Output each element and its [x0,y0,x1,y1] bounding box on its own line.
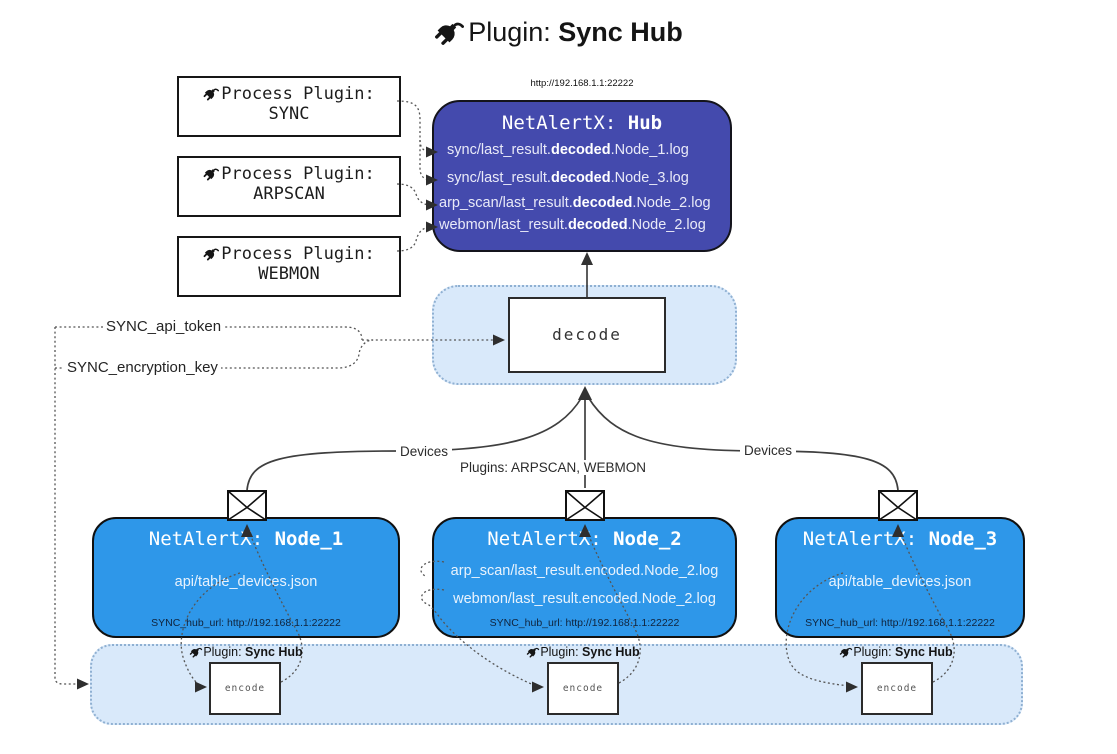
envelope-icon [878,490,918,521]
hub-log-line: sync/last_result.decoded.Node_1.log [447,142,689,158]
node-1: NetAlertX: Node_1 api/table_devices.json… [92,517,400,638]
process-plugin-sync: Process Plugin: SYNC [177,76,401,137]
plug-icon [189,645,202,658]
decode-box: decode [508,297,666,373]
title-prefix: Plugin: [468,17,551,47]
process-plugin-label: Process Plugin: [221,244,375,264]
process-plugin-webmon: Process Plugin: WEBMON [177,236,401,297]
sync-encryption-key-label: SYNC_encryption_key [64,359,221,376]
plug-icon [203,85,219,101]
node-file-line: arp_scan/last_result.encoded.Node_2.log [450,563,719,579]
edge-label-plugins: Plugins: ARPSCAN, WEBMON [456,460,651,475]
node-3: NetAlertX: Node_3 api/table_devices.json… [775,517,1025,638]
process-plugin-label: Process Plugin: [221,164,375,184]
settings-to-encode-band-dotted [54,327,81,685]
hub-node: NetAlertX: Hub sync/last_result.decoded.… [432,100,732,252]
encode-plugin-label: Plugin: Sync Hub [839,645,953,659]
hub-log-line: arp_scan/last_result.decoded.Node_2.log [439,195,711,211]
plug-icon [839,645,852,658]
diagram-title: Plugin: Sync Hub [0,16,1117,48]
envelope-icon [227,490,267,521]
process-plugin-label: Process Plugin: [221,84,375,104]
node-file-line: api/table_devices.json [174,574,318,590]
process-plugin-name: SYNC [268,104,310,124]
edge-label-devices-left: Devices [396,444,453,459]
encode-box: encode [547,662,619,715]
plug-icon [203,245,219,261]
node-title: NetAlertX: Node_2 [487,528,682,550]
encode-box: encode [861,662,933,715]
plug-icon [203,165,219,181]
sync-api-token-label: SYNC_api_token [103,318,225,335]
title-bold: Sync Hub [558,17,683,47]
arrow-into-band [77,678,89,690]
node-hub-url: SYNC_hub_url: http://192.168.1.1:22222 [151,617,341,629]
hub-url: http://192.168.1.1:22222 [530,78,634,89]
arrow-up-hub [581,252,593,265]
edge-label-devices-right: Devices [740,443,797,458]
process-plugin-arpscan: Process Plugin: ARPSCAN [177,156,401,217]
plug-icon [526,645,539,658]
hub-log-line: sync/last_result.decoded.Node_3.log [447,170,689,186]
encode-plugin-label: Plugin: Sync Hub [526,645,640,659]
node-file-line: webmon/last_result.encoded.Node_2.log [453,591,716,607]
plug-icon [434,16,464,46]
envelope-icon [565,490,605,521]
node-2: NetAlertX: Node_2 arp_scan/last_result.e… [432,517,737,638]
node-title: NetAlertX: Node_3 [802,528,998,550]
node-hub-url: SYNC_hub_url: http://192.168.1.1:22222 [489,617,680,629]
node-file-line: api/table_devices.json [828,574,972,590]
node-title: NetAlertX: Node_1 [148,528,344,550]
hub-log-line: webmon/last_result.decoded.Node_2.log [439,217,706,233]
encode-box: encode [209,662,281,715]
arrow-up-decode [578,386,592,400]
process-plugin-name: WEBMON [258,264,320,284]
webmon-to-hub-dotted [396,226,432,252]
arpscan-to-hub-dotted [396,183,432,206]
node-hub-url: SYNC_hub_url: http://192.168.1.1:22222 [805,617,995,629]
process-plugin-name: ARPSCAN [253,184,325,204]
hub-title: NetAlertX: Hub [501,112,663,134]
encode-plugin-label: Plugin: Sync Hub [189,645,303,659]
